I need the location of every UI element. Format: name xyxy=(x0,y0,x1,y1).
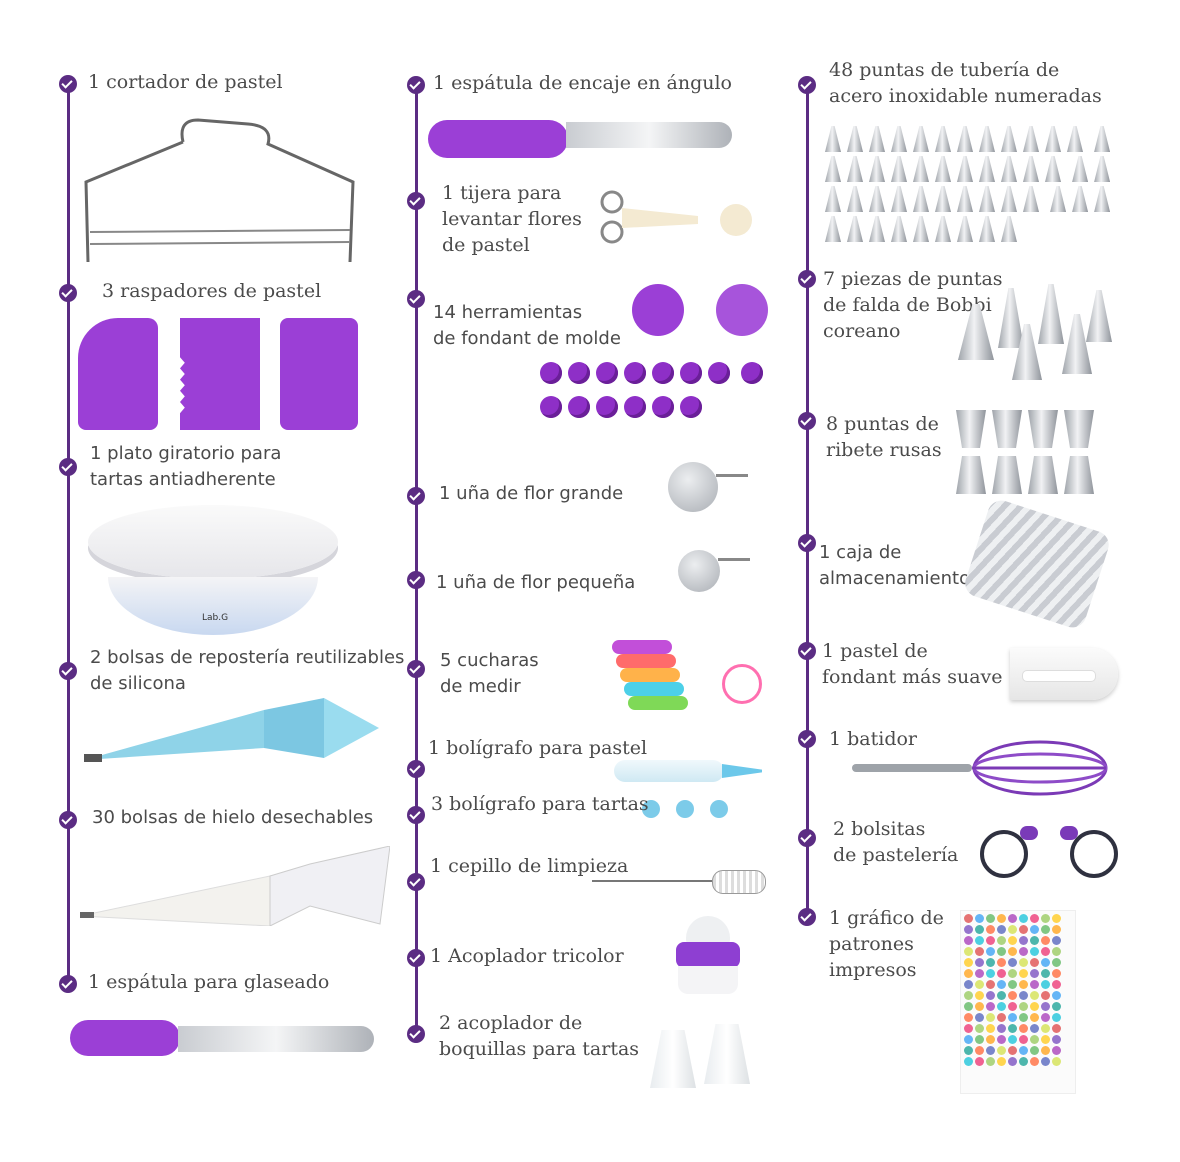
coupler-1-image xyxy=(650,1030,696,1088)
item-label: 1 espátula para glaseado xyxy=(88,971,330,993)
check-icon xyxy=(407,660,425,678)
item-label: 2 bolsas de repostería reutilizables de … xyxy=(90,647,405,694)
silicone-bag-image xyxy=(84,698,379,762)
bag-tie-clip xyxy=(1060,826,1078,840)
smoother-handle xyxy=(1022,670,1096,682)
item-label: 1 Acoplador tricolor xyxy=(430,945,624,967)
tricolor-coupler-image xyxy=(672,916,744,996)
check-icon xyxy=(407,873,425,891)
check-icon xyxy=(798,412,816,430)
angled-spatula-blade-image xyxy=(566,122,732,148)
check-icon xyxy=(407,760,425,778)
cleaning-brush-image xyxy=(592,880,712,882)
item-label: 2 bolsitas de pastelería xyxy=(833,818,959,866)
check-icon xyxy=(59,75,77,93)
pattern-chart-image xyxy=(960,910,1076,1094)
item-label: 1 uña de flor pequeña xyxy=(436,572,636,593)
timeline-line-3 xyxy=(806,84,809,924)
spatula-handle-image xyxy=(70,1020,180,1056)
item-label: 8 puntas de ribete rusas xyxy=(826,413,942,461)
disposable-bag-image xyxy=(80,846,390,926)
check-icon xyxy=(798,642,816,660)
timeline-line-1 xyxy=(67,84,70,984)
storage-box-image xyxy=(961,496,1113,632)
item-label: 1 gráfico de patrones impresos xyxy=(829,907,944,981)
angled-spatula-handle-image xyxy=(428,120,568,158)
item-label: 48 puntas de tubería de acero inoxidable… xyxy=(829,59,1102,107)
check-icon xyxy=(798,908,816,926)
item-label: 1 tijera para levantar flores de pastel xyxy=(442,182,582,256)
bobbi-tips-image xyxy=(950,284,1120,384)
check-icon xyxy=(407,949,425,967)
item-label: 1 cortador de pastel xyxy=(88,71,283,93)
check-icon xyxy=(407,487,425,505)
decorating-pen-image xyxy=(614,760,764,822)
check-icon xyxy=(798,270,816,288)
check-icon xyxy=(407,1025,425,1043)
brush-head xyxy=(712,870,766,894)
item-label: 1 uña de flor grande xyxy=(439,483,624,504)
check-icon xyxy=(407,76,425,94)
measuring-spoons-image xyxy=(612,640,768,722)
check-icon xyxy=(59,458,77,476)
russian-tips-image xyxy=(956,410,1126,500)
item-label: 1 caja de almacenamiento xyxy=(819,542,971,589)
timeline-line-2 xyxy=(415,84,418,1034)
check-icon xyxy=(59,975,77,993)
item-label: 3 bolígrafo para tartas xyxy=(431,793,649,815)
scraper-straight-image xyxy=(280,318,358,430)
check-icon xyxy=(798,534,816,552)
item-label: 7 piezas de puntas de falda de Bobbi cor… xyxy=(823,268,1003,342)
bag-tie-2-image xyxy=(1070,830,1118,878)
turntable-image: Lab.G xyxy=(88,505,338,635)
flower-scissors-image xyxy=(600,190,752,244)
item-label: 30 bolsas de hielo desechables xyxy=(92,807,374,828)
bag-tie-clip xyxy=(1020,826,1038,840)
bag-tie-1-image xyxy=(980,830,1028,878)
piping-tips-grid-image xyxy=(822,126,1122,254)
check-icon xyxy=(798,730,816,748)
item-label: 1 cepillo de limpieza xyxy=(430,855,629,877)
item-label: 14 herramientas de fondant de molde xyxy=(433,302,621,349)
whisk-image xyxy=(852,740,1108,796)
fondant-mold-tools-image xyxy=(540,284,780,434)
nail-stem xyxy=(716,474,748,477)
item-label: 1 espátula de encaje en ángulo xyxy=(433,72,732,94)
scraper-round-image xyxy=(78,318,158,430)
check-icon xyxy=(798,829,816,847)
brand-label: Lab.G xyxy=(202,613,229,623)
check-icon xyxy=(59,811,77,829)
item-label: 5 cucharas de medir xyxy=(440,650,539,697)
check-icon xyxy=(407,192,425,210)
item-label: 1 pastel de fondant más suave xyxy=(822,640,1003,688)
small-flower-nail-image xyxy=(678,550,720,592)
spatula-blade-image xyxy=(178,1026,374,1052)
large-flower-nail-image xyxy=(668,462,718,512)
check-icon xyxy=(407,806,425,824)
item-label: 3 raspadores de pastel xyxy=(102,280,322,302)
coupler-2-image xyxy=(704,1024,750,1084)
nail-stem xyxy=(718,558,750,561)
check-icon xyxy=(407,290,425,308)
item-label: 1 bolígrafo para pastel xyxy=(428,737,648,759)
check-icon xyxy=(59,662,77,680)
item-label: 1 plato giratorio para tartas antiadhere… xyxy=(90,443,282,490)
item-label: 2 acoplador de boquillas para tartas xyxy=(439,1012,640,1060)
check-icon xyxy=(407,571,425,589)
check-icon xyxy=(59,284,77,302)
check-icon xyxy=(798,76,816,94)
item-label: 1 batidor xyxy=(829,728,918,750)
cake-cutter-image xyxy=(84,118,355,263)
scraper-serrated-image xyxy=(180,318,260,430)
